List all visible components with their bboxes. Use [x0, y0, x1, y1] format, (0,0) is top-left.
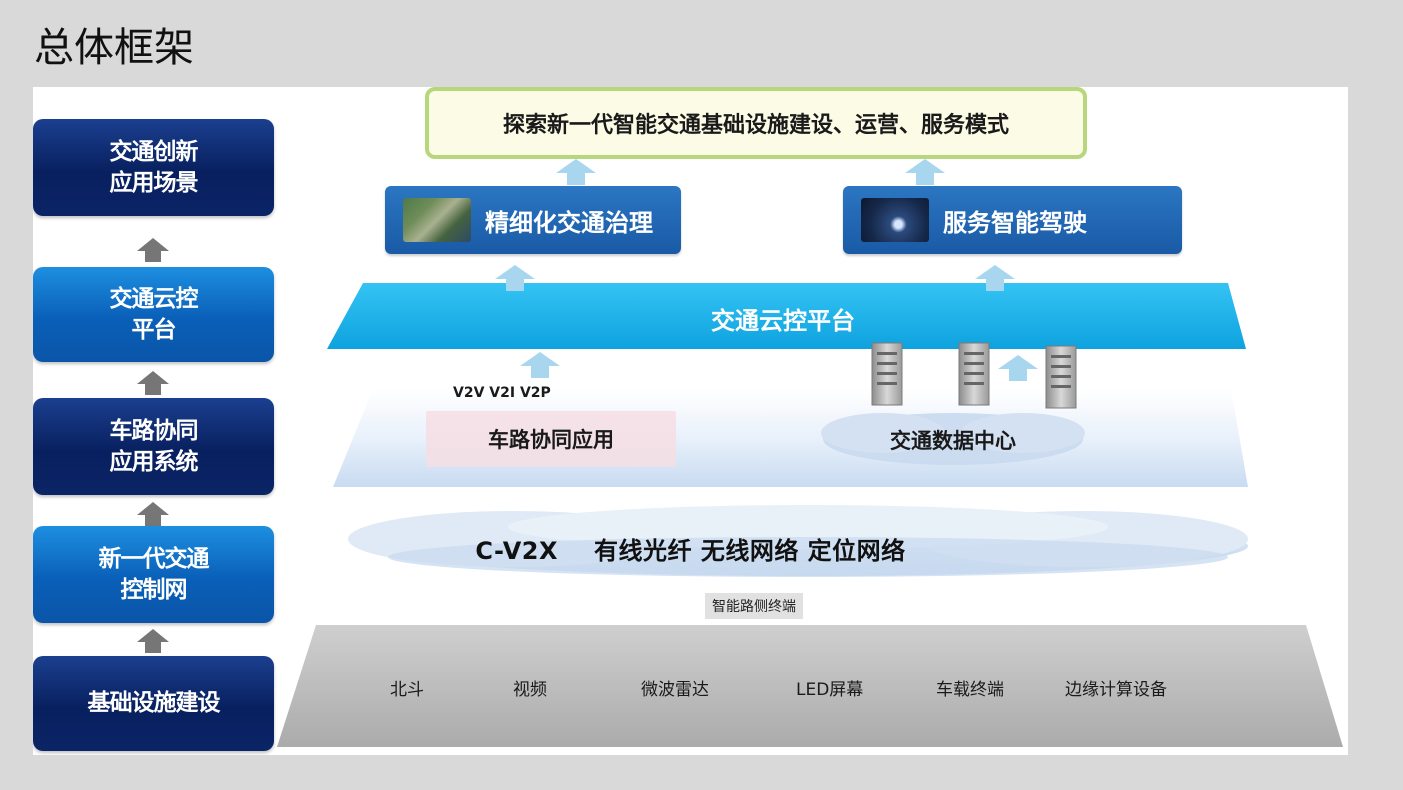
platform-label: 交通云控平台 — [711, 307, 855, 335]
level-infrastructure: 基础设施建设 — [33, 656, 274, 751]
datacenter-label: 交通数据中心 — [890, 429, 1016, 453]
level-control-network: 新一代交通 控制网 — [33, 526, 274, 623]
device-microwave-radar: 微波雷达 — [641, 680, 709, 700]
device-edge-computing: 边缘计算设备 — [1065, 680, 1167, 700]
level-label: 车路协同 应用系统 — [109, 417, 199, 475]
level-v2x-app-system: 车路协同 应用系统 — [33, 398, 274, 495]
network-secondary: 有线光纤 无线网络 定位网络 — [593, 537, 906, 565]
level-innovation-scenarios: 交通创新 应用场景 — [33, 119, 274, 216]
framework-diagram: 交通创新 应用场景 交通云控 平台 车路协同 应用系统 新一代交通 控制网 基础… — [33, 87, 1348, 755]
page-title: 总体框架 — [34, 25, 194, 71]
roadside-terminal-label: 智能路侧终端 — [705, 593, 803, 619]
service-smart-driving: 服务智能驾驶 — [843, 186, 1182, 254]
network-label: C-V2X 有线光纤 无线网络 定位网络 — [33, 531, 1348, 566]
goal-label: 探索新一代智能交通基础设施建设、运营、服务模式 — [502, 113, 1009, 138]
v2x-application-label: 车路协同应用 — [488, 428, 614, 452]
device-beidou: 北斗 — [390, 680, 424, 700]
server-rack-icon — [1045, 345, 1077, 409]
level-label: 交通云控 平台 — [109, 285, 199, 343]
level-label: 新一代交通 控制网 — [98, 545, 210, 603]
smart-car-photo — [861, 198, 929, 242]
device-video: 视频 — [513, 680, 547, 700]
level-label: 基础设施建设 — [87, 690, 221, 716]
v2x-application-box: 车路协同应用 — [426, 411, 676, 467]
v2x-protocols-label: V2V V2I V2P — [453, 385, 551, 401]
goal-box: 探索新一代智能交通基础设施建设、运营、服务模式 — [425, 87, 1087, 159]
level-label: 交通创新 应用场景 — [109, 138, 199, 196]
device-onboard-terminal: 车载终端 — [936, 680, 1004, 700]
service-traffic-governance: 精细化交通治理 — [385, 186, 681, 254]
server-rack-icon — [958, 342, 990, 406]
traffic-road-photo — [403, 198, 471, 242]
network-primary: C-V2X — [475, 537, 558, 565]
service-label: 服务智能驾驶 — [943, 208, 1087, 237]
server-rack-icon — [871, 342, 903, 406]
level-cloud-control-platform: 交通云控 平台 — [33, 267, 274, 362]
device-led-screen: LED屏幕 — [796, 680, 864, 700]
service-label: 精细化交通治理 — [485, 208, 653, 237]
